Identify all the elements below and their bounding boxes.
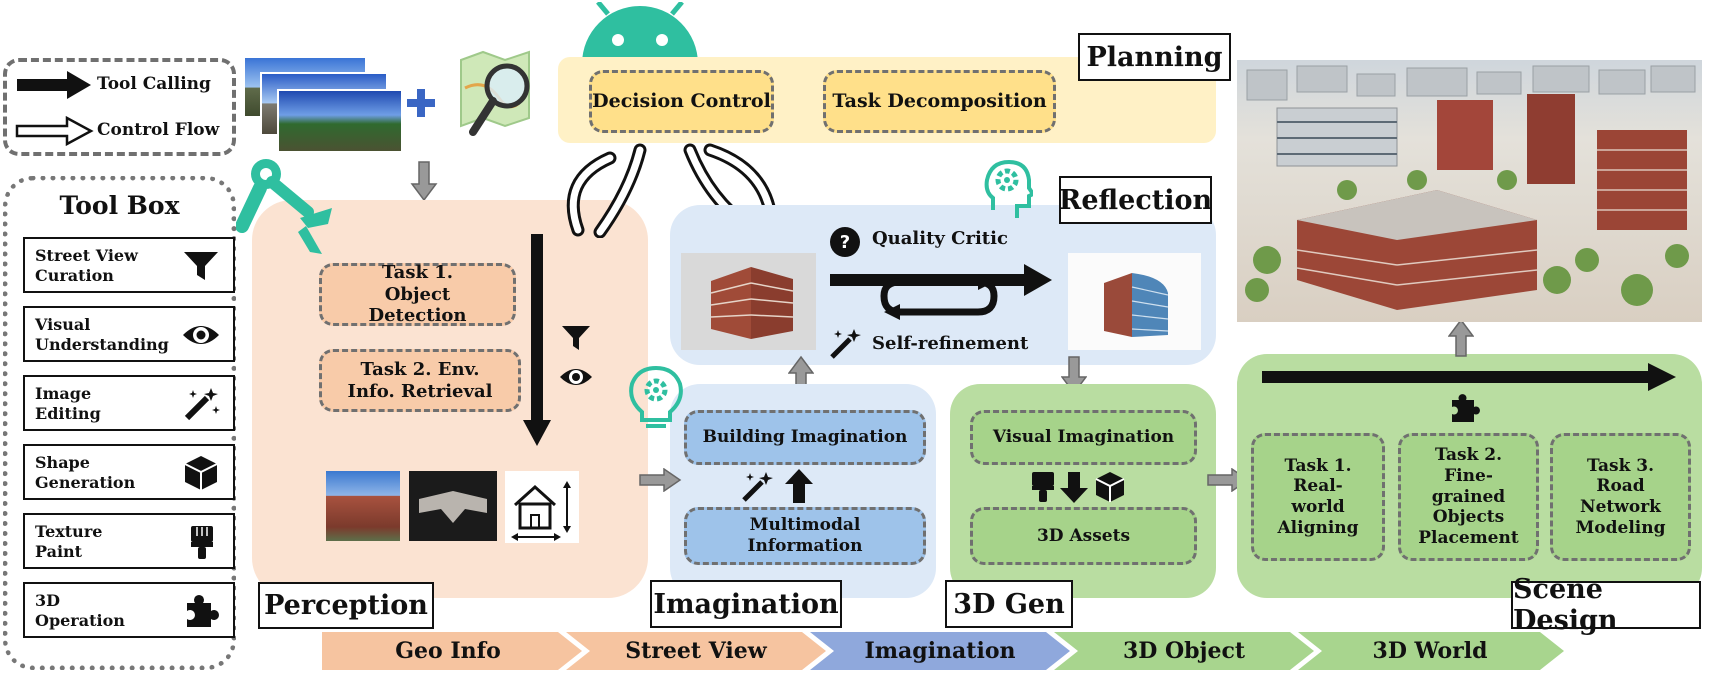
perception-task1-box: Task 1. Object Detection [319,262,516,326]
perception-task2-box: Task 2. Env. Info. Retrieval [319,349,521,412]
head-gear-icon [984,159,1033,218]
legend-box: Tool Calling Control Flow [3,58,236,156]
up-arrow-icon [785,469,813,503]
self-refinement-label: Self-refinement [872,333,1029,354]
pipeline-label-3d-world: 3D World [1372,638,1488,664]
perception-tool-arrow [523,234,551,446]
legend-control-flow-label: Control Flow [97,120,220,140]
reflection-output-building [1068,253,1201,350]
tool-label: Image Editing [35,384,101,423]
map-magnifier-icon [460,50,530,136]
tool-label: 3D Operation [35,591,125,630]
svg-text:?: ? [840,232,850,253]
puzzle-icon [187,595,219,627]
pipeline-label-street-view: Street View [625,638,767,664]
input-down-arrow [410,161,438,202]
robot-arm-icon [236,159,332,254]
paint-brush-icon [191,526,213,559]
tool-label: Texture Paint [35,522,103,561]
magic-wand-icon [742,472,773,502]
plus-icon [407,89,435,117]
pipeline-bar [322,632,1564,670]
scene-design-title: Scene Design [1511,574,1701,636]
pipeline-label-imagination: Imagination [864,638,1016,664]
quality-critic-label: Quality Critic [872,228,1008,249]
task-decomposition-box: Task Decomposition [823,70,1056,133]
house-dimension-icon [505,471,579,543]
tool-calling-arrow-icon [17,71,91,99]
pipeline-stage-geo-info [322,632,582,670]
eye-icon [183,326,219,344]
control-flow-arrow-icon [15,116,94,146]
reflection-title: Reflection [1059,176,1212,224]
scene-task2-box: Task 2. Fine-grained Objects Placement [1398,433,1539,561]
scene-up-arrow [1448,318,1474,357]
reflection-input-building [681,253,816,350]
android-robot-icon [582,2,698,64]
pipeline-stage-3d-object [1054,632,1314,670]
planning-title: Planning [1078,33,1231,81]
3d-assets-box: 3D Assets [970,507,1197,565]
perception-title: Perception [258,582,434,629]
eye-icon [560,369,592,385]
imagination-title: Imagination [650,580,842,628]
decision-control-box: Decision Control [589,70,774,133]
toolbox-panel: Tool Box Street View Curation Visual Und… [3,176,236,670]
pipeline-stage-3d-world [1298,632,1564,670]
tool-texture-paint[interactable]: Texture Paint [23,513,235,569]
magic-wand-icon [830,329,861,359]
tool-shape-generation[interactable]: Shape Generation [23,444,235,500]
legend-tool-calling-label: Tool Calling [97,74,211,94]
funnel-icon [562,326,590,350]
perception-to-imagination-arrow [639,468,682,492]
visual-imagination-box: Visual Imagination [970,410,1197,465]
cube-icon [184,456,218,490]
tool-label: Visual Understanding [35,315,169,354]
puzzle-icon [1452,394,1480,422]
tool-label: Street View Curation [35,246,138,285]
funnel-icon [184,252,218,280]
question-icon: ? [830,227,860,257]
tool-3d-operation[interactable]: 3D Operation [23,582,235,638]
perception-building-photo [326,471,400,541]
refinement-loop-arrow [830,264,1052,320]
tool-street-view-curation[interactable]: Street View Curation [23,237,235,293]
scene-task1-box: Task 1. Real-world Aligning [1251,433,1385,561]
toolbox-title: Tool Box [59,191,180,220]
perception-shape-render [409,471,497,541]
pipeline-stage-imagination [810,632,1070,670]
building-imagination-box: Building Imagination [684,410,926,465]
3d-gen-title: 3D Gen [945,580,1073,628]
multimodal-information-box: Multimodal Information [684,507,926,565]
street-view-panorama-3 [277,89,403,153]
pipeline-stage-street-view [566,632,826,670]
pipeline-label-3d-object: 3D Object [1122,638,1246,664]
scene-tool-arrow [1262,363,1676,391]
tool-image-editing[interactable]: Image Editing [23,375,235,431]
magic-wand-icon [184,388,220,421]
texture-shape-icons [1032,472,1125,503]
city-scene-render [1237,60,1702,322]
scene-task3-box: Task 3. Road Network Modeling [1550,433,1691,561]
lightbulb-gear-icon [629,365,683,428]
tool-visual-understanding[interactable]: Visual Understanding [23,306,235,362]
tool-label: Shape Generation [35,453,136,492]
pipeline-label-geo-info: Geo Info [395,638,501,664]
